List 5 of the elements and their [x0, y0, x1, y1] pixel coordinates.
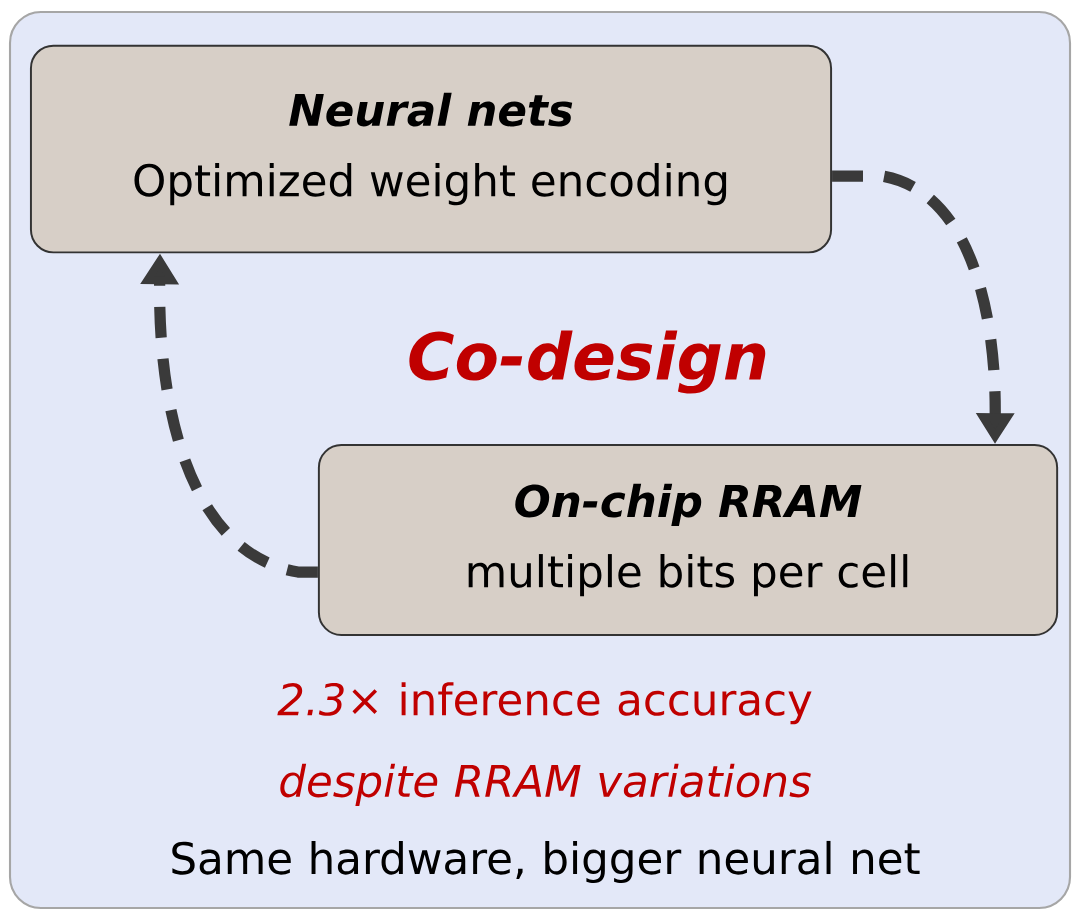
- process-box: Neural nets Optimized weight encoding: [29, 44, 833, 254]
- heading: Co-design: [409, 330, 766, 394]
- process-box: On-chip RRAM multiple bits per cell: [317, 444, 1059, 636]
- note-text: Same hardware, bigger neural net: [172, 840, 920, 884]
- result-text: 2.3× inference accuracy despite RRAM variations: [277, 682, 812, 806]
